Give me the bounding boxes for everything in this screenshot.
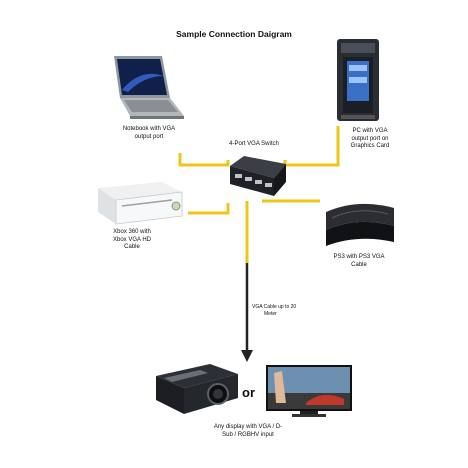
vga-cable-arrow	[241, 350, 253, 362]
pc-label: PC with VGA output port on Graphics Card	[350, 128, 390, 149]
xbox-wire	[188, 203, 230, 215]
tv-image	[266, 365, 352, 417]
ps3-label: PS3 with PS3 VGA Cable	[333, 254, 385, 268]
notebook-label: Notebook with VGA output port	[122, 126, 176, 140]
xbox-image	[98, 182, 183, 225]
or-text: or	[242, 385, 255, 400]
display-label: Any display with VGA / D- Sub / RGBHV in…	[213, 424, 283, 438]
pc-wire	[283, 126, 340, 167]
diagram-title: Sample Connection Daigram	[176, 29, 292, 39]
ps3-image	[326, 203, 394, 246]
projector-image	[156, 364, 238, 414]
notebook-wire	[178, 153, 230, 167]
xbox-label: Xbox 360 with Xbox VGA HD Cable	[112, 229, 151, 250]
switch-label: 4-Port VGA Switch	[229, 141, 279, 147]
pc-image	[337, 39, 379, 121]
vga-switch-image	[230, 156, 286, 196]
notebook-image	[114, 56, 184, 119]
vga-cable-label: VGA Cable up to 20 Meter	[252, 304, 297, 317]
